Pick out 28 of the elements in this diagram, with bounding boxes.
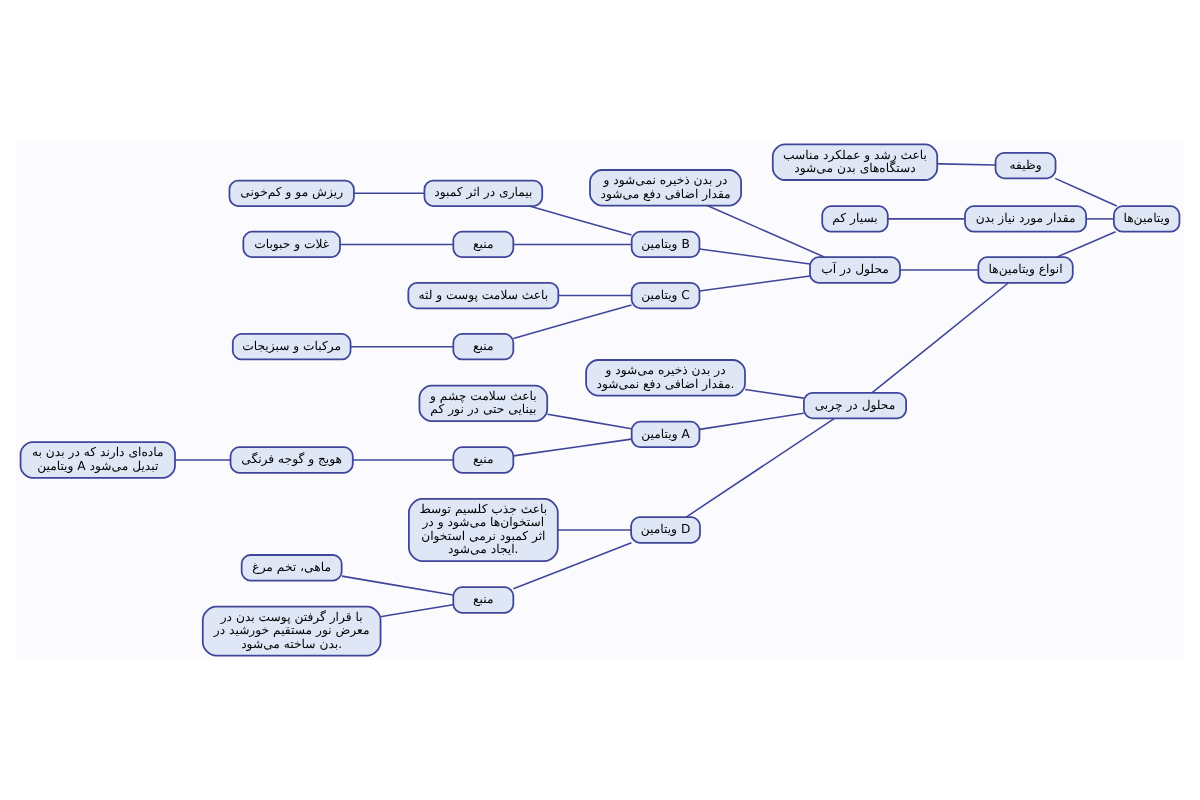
connector <box>546 413 633 430</box>
connector <box>339 243 454 246</box>
connector <box>887 218 966 220</box>
connector <box>899 269 979 271</box>
connector <box>698 248 811 265</box>
connector <box>349 345 454 348</box>
connector <box>512 438 633 457</box>
connector <box>936 163 997 166</box>
connector <box>352 459 454 461</box>
connector <box>871 282 1010 394</box>
connector <box>528 205 633 236</box>
connector <box>706 204 826 258</box>
connector <box>1085 218 1115 220</box>
connector <box>379 604 454 618</box>
connector <box>685 417 836 518</box>
connector <box>698 412 805 431</box>
connector <box>698 275 811 292</box>
connector <box>512 304 633 340</box>
connector <box>1055 231 1117 258</box>
connector <box>341 575 454 596</box>
connector <box>512 243 633 246</box>
connector <box>557 529 632 531</box>
connector <box>1054 177 1118 207</box>
connector <box>557 294 633 297</box>
connector <box>353 192 426 195</box>
connector <box>744 388 805 399</box>
connector <box>174 459 232 461</box>
connector <box>512 542 633 590</box>
